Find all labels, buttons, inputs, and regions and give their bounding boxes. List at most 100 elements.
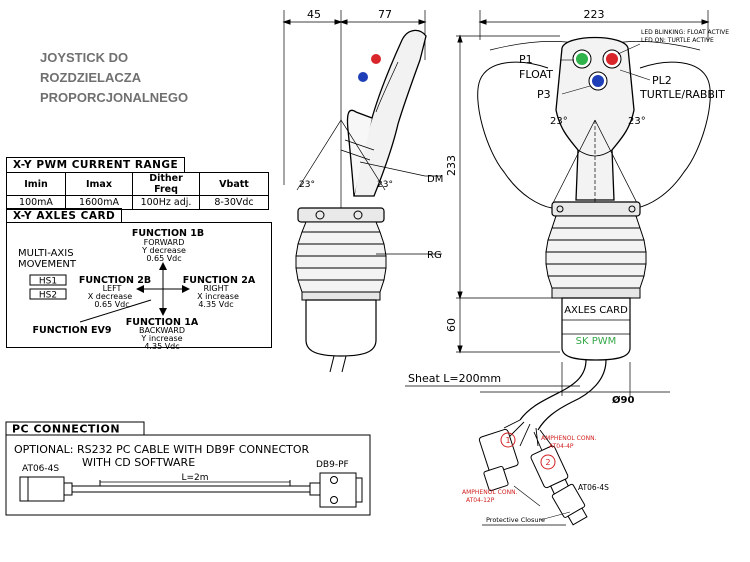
pwm-current-table: Imin Imax Dither Freq Vbatt 100mA 1600mA… <box>6 172 269 210</box>
pc-connection: PC CONNECTION OPTIONAL: RS232 PC CABLE W… <box>5 421 371 516</box>
label-at06-front: AT06-4S <box>578 483 609 492</box>
front-red-button <box>606 53 618 65</box>
sheath-line-2 <box>537 359 607 431</box>
function-2b-axis: X decrease <box>88 292 133 301</box>
front-dim-height-arrow-top <box>457 34 463 43</box>
front-dim-height-arrow-bottom <box>457 291 463 300</box>
label-turtle-rabbit: TURTLE/RABBIT <box>639 88 725 101</box>
title-line-2: ROZDZIELACZA <box>40 70 142 85</box>
front-bellows <box>545 215 647 289</box>
label-num-1: 1 <box>505 436 510 445</box>
num1-circle <box>500 432 516 448</box>
side-mount-bolt-left <box>315 210 325 220</box>
front-angle-ray-left <box>551 119 596 206</box>
led-note-1: LED BLINKING: FLOAT ACTIVE <box>641 29 729 36</box>
pc-connection-box <box>5 434 371 516</box>
label-axles-card: AXLES CARD <box>564 305 628 316</box>
label-rg: RG <box>427 250 442 261</box>
front-angle-right: 23° <box>628 116 646 127</box>
function-1a-axis: Y increase <box>140 334 182 343</box>
side-dim-77: 77 <box>378 8 392 21</box>
label-sk-pwm: SK PWM <box>576 336 617 347</box>
side-blue-button <box>358 72 368 82</box>
led-leader <box>617 43 641 55</box>
axles-card-box <box>6 222 272 348</box>
pc-cable-length: L=2m <box>181 473 208 483</box>
pwm-value-vbatt: 8-30Vdc <box>199 195 269 210</box>
at06-connector-neck <box>63 482 73 496</box>
side-red-button <box>371 54 381 64</box>
function-1b-dir: FORWARD <box>144 238 185 247</box>
page-title: JOYSTICK DO ROZDZIELACZA PROPORCJONALNEG… <box>40 48 270 108</box>
hs1-label: HS1 <box>39 277 57 287</box>
front-dim-233: 233 <box>445 155 458 176</box>
side-flange <box>301 291 381 301</box>
pc-connection-line-1: OPTIONAL: RS232 PC CABLE WITH DB9F CONNE… <box>14 443 310 456</box>
pc-connection-title: PC CONNECTION <box>12 423 120 436</box>
function-2b-volt: 0.65 Vdc <box>94 300 129 309</box>
front-dim-arrow-right <box>701 19 710 25</box>
pl2-leader <box>619 69 651 81</box>
title-line-1: JOYSTICK DO <box>40 50 129 65</box>
multi-axis-label-2: MOVEMENT <box>18 259 77 270</box>
function-2a-label: FUNCTION 2A <box>183 275 256 286</box>
label-num-2: 2 <box>545 458 550 467</box>
pc-connection-line-2: WITH CD SOFTWARE <box>82 456 195 469</box>
label-p3: P3 <box>537 88 551 101</box>
function-2a-volt: 4.35 Vdc <box>198 300 233 309</box>
axles-card-title: X-Y AXLES CARD <box>6 208 123 223</box>
label-dm: DM <box>427 174 443 185</box>
side-dim-arrow-1 <box>282 19 291 25</box>
front-handle <box>555 36 635 201</box>
function-2b-dir: LEFT <box>103 284 122 293</box>
function-1a-label: FUNCTION 1A <box>126 317 199 328</box>
amph1-line-1: AMPHENOL CONN. <box>462 489 518 496</box>
hs2-box <box>29 288 67 300</box>
function-1b-label: FUNCTION 1B <box>132 228 204 239</box>
side-handle <box>353 29 427 197</box>
side-mount-bolt-right <box>353 210 363 220</box>
label-p1: P1 <box>519 53 533 66</box>
label-sheath: Sheat L=200mm <box>408 372 501 385</box>
front-blue-button <box>592 75 604 87</box>
side-dim-45: 45 <box>307 8 321 21</box>
protective-leader-2 <box>513 485 541 507</box>
front-ghost-left <box>477 61 553 209</box>
front-dim-arrow-left <box>478 19 487 25</box>
amphenol-4p-connector <box>530 445 571 498</box>
front-angle-left: 23° <box>550 116 568 127</box>
front-dim-60: 60 <box>445 318 458 332</box>
arrow-down <box>159 308 167 316</box>
arrow-left <box>136 285 144 293</box>
amph1-line-2: AT04-12P <box>466 497 495 504</box>
label-pl2: PL2 <box>652 74 672 87</box>
function-1b-axis: Y decrease <box>141 246 186 255</box>
db9-connector <box>319 472 357 508</box>
side-handle-back <box>346 109 373 197</box>
side-cable-stub <box>329 355 347 373</box>
function-1a-dir: BACKWARD <box>139 326 185 335</box>
led-note-2: LED ON: TURTLE ACTIVE <box>641 37 714 44</box>
front-flange <box>551 287 641 299</box>
db9-screw-bottom <box>330 496 338 504</box>
function-1b-volt: 0.65 Vdc <box>146 254 181 263</box>
sheath-line-1 <box>519 359 587 421</box>
side-view: 23° 23° <box>282 10 442 373</box>
label-float: FLOAT <box>519 68 553 81</box>
side-angle-left: 23° <box>299 180 315 190</box>
amph2-line-1: AMPHENOL CONN. <box>541 435 597 442</box>
db9-neck <box>309 482 321 496</box>
num2-circle <box>540 454 556 470</box>
function-2b-label: FUNCTION 2B <box>79 275 151 286</box>
at06-4s-front-connector <box>551 483 588 526</box>
db9-plug <box>355 477 363 503</box>
function-2a-axis: X increase <box>197 292 239 301</box>
side-bellows <box>295 221 387 293</box>
front-ghost-right <box>635 61 711 209</box>
side-handle-crease <box>375 61 399 113</box>
axles-diagram: MULTI-AXIS MOVEMENT HS1 HS2 FUNCTION 1B … <box>18 228 256 351</box>
front-mount-bolt-right <box>628 205 636 213</box>
side-lower-body <box>305 299 377 357</box>
multi-axis-label-1: MULTI-AXIS <box>18 248 74 259</box>
